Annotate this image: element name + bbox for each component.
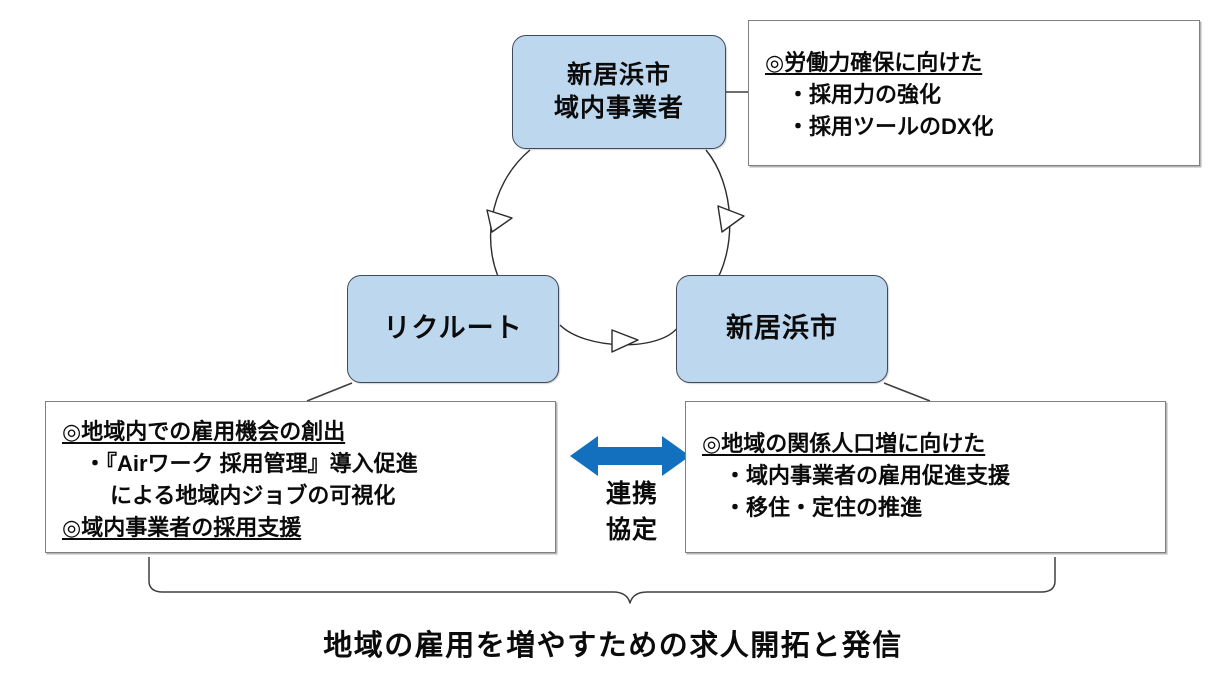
note-bottom-left-item-1: ・『Airワーク 採用管理』導入促進 [84, 450, 418, 476]
entity-right-label: 新居浜市 [726, 313, 838, 344]
partnership-label: 連携 協定 [596, 477, 668, 548]
entity-top-line1: 新居浜市 [566, 61, 671, 89]
cycle-arrow-top-to-left [489, 149, 531, 291]
connector-right-to-note [883, 382, 931, 402]
note-box-recruit-actions: ◎地域内での雇用機会の創出 ・『Airワーク 採用管理』導入促進 による地域内ジ… [45, 401, 556, 553]
entity-box-recruit[interactable]: リクルート [347, 275, 559, 383]
cycle-arrow-left-to-right [559, 324, 679, 346]
entity-box-city[interactable]: 新居浜市 [676, 275, 888, 383]
cycle-arrowhead-left [486, 209, 513, 233]
cycle-arrow-right-to-top [705, 149, 731, 289]
bottom-brace [148, 557, 1056, 604]
partnership-label-line2: 協定 [605, 515, 658, 544]
cycle-arrowhead-bottom [611, 329, 639, 353]
cycle-arrowhead-right [717, 205, 745, 233]
note-bottom-left-item-1-cont: による地域内ジョブの可視化 [110, 482, 396, 508]
note-box-city-actions: ◎地域の関係人口増に向けた ・域内事業者の雇用促進支援 ・移住・定住の推進 [685, 401, 1166, 553]
note-top-right-item-0: ・採用力の強化 [787, 81, 942, 107]
note-bottom-left-heading-2: ◎域内事業者の採用支援 [62, 514, 302, 540]
entity-left-label: リクルート [383, 313, 523, 344]
note-top-right-heading: ◎労働力確保に向けた [765, 50, 983, 75]
note-top-right-item-1: ・採用ツールのDX化 [787, 113, 994, 139]
partnership-arrow [570, 436, 690, 476]
note-bottom-right-item-0: ・域内事業者の雇用促進支援 [724, 462, 1011, 488]
connector-left-to-note [306, 382, 353, 402]
entity-box-local-businesses[interactable]: 新居浜市 域内事業者 [512, 35, 726, 149]
bottom-caption: 地域の雇用を増やすための求人開拓と発信 [323, 630, 903, 662]
note-box-workforce: ◎労働力確保に向けた ・採用力の強化 ・採用ツールのDX化 [748, 20, 1200, 166]
note-bottom-left-heading: ◎地域内での雇用機会の創出 [62, 419, 346, 444]
note-bottom-right-heading: ◎地域の関係人口増に向けた [702, 431, 986, 456]
partnership-label-line1: 連携 [605, 480, 658, 508]
entity-top-line2: 域内事業者 [553, 94, 684, 122]
note-bottom-right-item-1: ・移住・定住の推進 [724, 494, 923, 520]
